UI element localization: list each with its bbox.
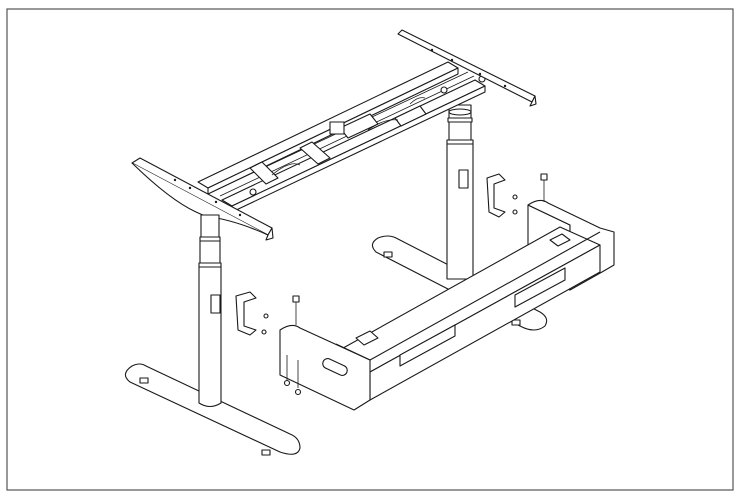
right-mounting-bracket — [486, 173, 518, 218]
left-column-clip — [210, 294, 221, 314]
base-frame — [279, 199, 615, 411]
left-top-bracket — [131, 157, 274, 241]
left-mounting-bracket — [235, 291, 269, 336]
left-foot — [124, 363, 301, 456]
top-frame — [197, 61, 486, 213]
right-column — [446, 104, 474, 280]
control-box — [329, 121, 345, 135]
screws — [283, 173, 548, 396]
drawing-frame — [6, 8, 734, 491]
right-column-clip — [458, 169, 469, 189]
right-top-bracket — [397, 29, 537, 107]
left-column — [198, 214, 222, 408]
front-cutout — [322, 358, 348, 376]
